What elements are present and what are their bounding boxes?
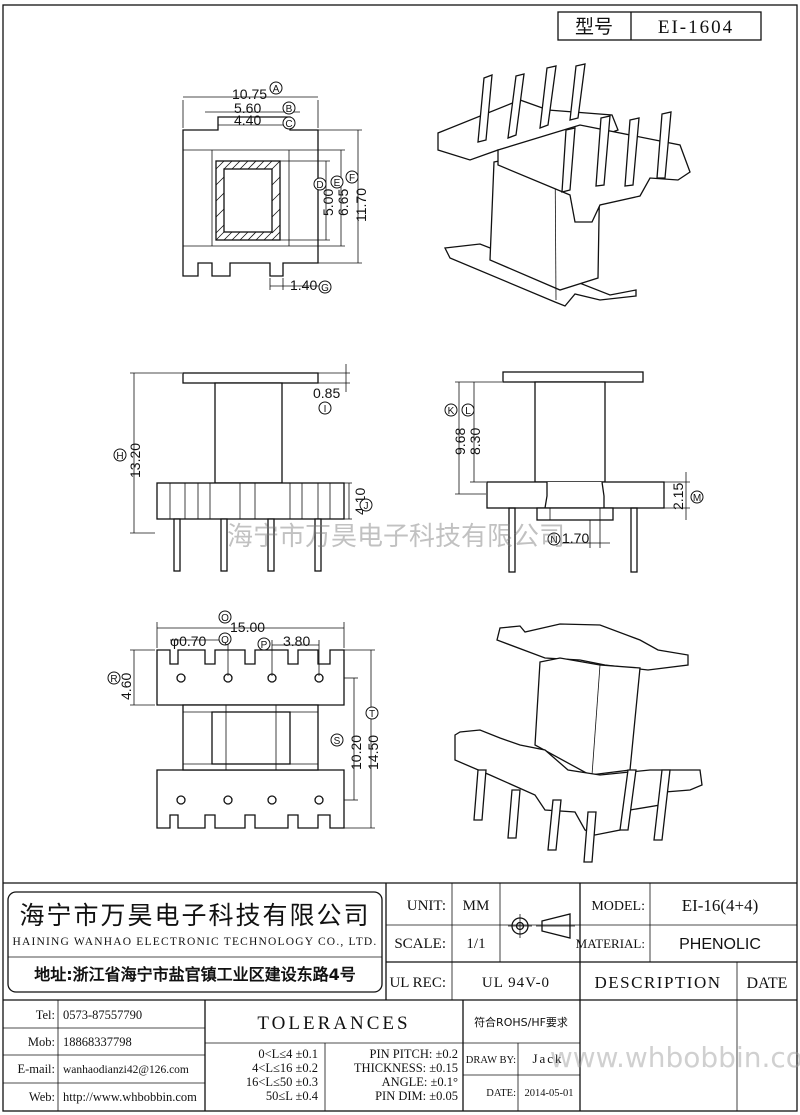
header-label: 型号 — [575, 16, 613, 38]
rohs-note: 符合ROHS/HF要求 — [474, 1015, 568, 1029]
tol-range-3: 16<L≤50 ±0.3 — [246, 1075, 318, 1089]
dim-i: 0.85 — [313, 385, 340, 401]
contact-email-value: wanhaodianzi42@126.com — [63, 1064, 189, 1076]
company-address: 地址:浙江省海宁市盐官镇工业区建设东路4号 — [34, 965, 356, 984]
iso-view-top — [437, 63, 691, 307]
marker-t: T — [369, 709, 375, 720]
tol-spec-3: ANGLE: ±0.1° — [382, 1075, 458, 1089]
model-label: MODEL: — [591, 899, 645, 914]
marker-p: P — [261, 640, 268, 651]
marker-e: E — [334, 178, 341, 189]
marker-q: Q — [221, 635, 229, 646]
dim-a: 10.75 — [232, 86, 267, 102]
side-view: 9.68 8.30 2.15 1.70 K L M N — [444, 371, 704, 573]
marker-j: J — [364, 501, 369, 512]
contact-mob-value: 18868337798 — [63, 1035, 132, 1049]
draw-by-value: Jack — [532, 1051, 563, 1066]
marker-b: B — [286, 104, 293, 115]
tol-spec-4: PIN DIM: ±0.05 — [375, 1089, 458, 1103]
unit-label: UNIT: — [407, 898, 446, 914]
dim-r: 4.60 — [118, 673, 134, 700]
unit-value: MM — [463, 898, 490, 914]
scale-label: SCALE: — [394, 936, 446, 952]
scale-value: 1/1 — [466, 936, 485, 952]
contact-mob-label: Mob: — [28, 1035, 55, 1049]
contact-web-label: Web: — [29, 1090, 55, 1104]
company-name-cn: 海宁市万昊电子科技有限公司 — [19, 902, 370, 930]
description-label: DESCRIPTION — [594, 973, 721, 992]
dim-s: 10.20 — [348, 735, 364, 770]
dim-h: 13.20 — [127, 443, 143, 478]
marker-n: N — [550, 535, 557, 546]
tol-range-1: 0<L≤4 ±0.1 — [258, 1047, 318, 1061]
marker-f: F — [349, 173, 355, 184]
company-name-en: HAINING WANHAO ELECTRONIC TECHNOLOGY CO.… — [12, 936, 377, 948]
top-view: 10.75 5.60 4.40 5.00 6.65 11.70 1.40 A B… — [182, 81, 369, 294]
markers-top: A B C D E F G — [269, 81, 359, 294]
marker-c: C — [285, 119, 292, 130]
dim-b: 5.60 — [234, 100, 261, 116]
company-frame — [7, 891, 383, 993]
watermark-corner: www.whbobbin.com — [550, 1041, 800, 1074]
dim-p: 3.80 — [283, 633, 310, 649]
tol-range-4: 50≤L ±0.4 — [266, 1089, 319, 1103]
dim-o: 15.00 — [230, 619, 265, 635]
projection-symbol-icon — [508, 913, 575, 939]
header-box: 型号 EI-1604 — [557, 11, 762, 41]
iso-view-bottom — [454, 623, 703, 863]
dim-c: 4.40 — [234, 112, 261, 128]
page-border — [2, 4, 798, 1112]
dim-g: 1.40 — [290, 277, 317, 293]
header-part-no: EI-1604 — [658, 17, 734, 38]
contact-tel-value: 0573-87557790 — [63, 1008, 142, 1022]
material-label: MATERIAL: — [576, 936, 645, 951]
date-label: DATE: — [486, 1088, 516, 1099]
dim-k: 9.68 — [452, 428, 468, 455]
dim-q: φ0.70 — [170, 633, 207, 649]
title-block: 海宁市万昊电子科技有限公司 HAINING WANHAO ELECTRONIC … — [3, 882, 800, 1111]
marker-s: S — [334, 736, 341, 747]
dim-f: 11.70 — [353, 188, 369, 222]
marker-d: D — [316, 180, 323, 191]
ulrec-value: UL 94V-0 — [482, 975, 550, 991]
marker-a: A — [273, 84, 280, 95]
draw-by-label: DRAW BY: — [466, 1055, 516, 1066]
contact-tel-label: Tel: — [36, 1008, 55, 1022]
contact-web-value: http://www.whbobbin.com — [63, 1090, 197, 1104]
dim-l: 8.30 — [467, 428, 483, 455]
dim-d: 5.00 — [320, 189, 336, 216]
watermark-center: 海宁市万昊电子科技有限公司 — [227, 522, 565, 552]
dim-t: 14.50 — [365, 735, 381, 770]
marker-r: R — [110, 674, 117, 685]
tol-range-2: 4<L≤16 ±0.2 — [252, 1061, 318, 1075]
front-view: 13.20 0.85 4.10 H I J — [113, 364, 373, 572]
marker-o: O — [221, 613, 229, 624]
date-value: 2014-05-01 — [525, 1088, 574, 1099]
ulrec-label: UL REC: — [389, 975, 446, 991]
marker-k: K — [448, 406, 455, 417]
tol-spec-2: THICKNESS: ±0.15 — [354, 1061, 458, 1075]
marker-i: I — [324, 404, 327, 415]
marker-m: M — [693, 493, 701, 504]
model-value: EI-16(4+4) — [682, 896, 759, 915]
marker-h: H — [116, 451, 123, 462]
material-value: PHENOLIC — [679, 936, 761, 953]
tol-spec-1: PIN PITCH: ±0.2 — [370, 1047, 458, 1061]
date-header: DATE — [747, 975, 788, 992]
dim-m: 2.15 — [670, 483, 686, 510]
dim-e: 6.65 — [335, 189, 351, 216]
tolerances-title: TOLERANCES — [257, 1013, 410, 1034]
marker-l: L — [465, 406, 471, 417]
marker-g: G — [321, 283, 329, 294]
dim-n: 1.70 — [562, 530, 589, 546]
contact-email-label: E-mail: — [18, 1062, 56, 1076]
bottom-view: 15.00 φ0.70 3.80 4.60 10.20 14.50 O Q P … — [107, 610, 381, 829]
